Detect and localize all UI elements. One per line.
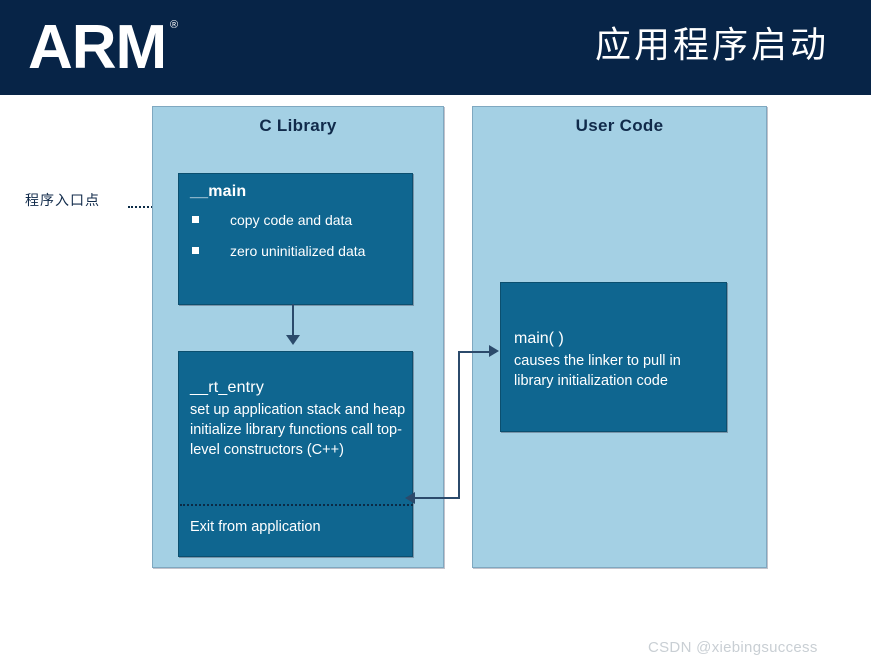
square-bullet-icon bbox=[192, 216, 199, 223]
panel-title-user-code: User Code bbox=[575, 116, 664, 135]
box-main-bullet-list: copy code and data zero uninitialized da… bbox=[190, 212, 404, 274]
box-user-main-content: main( ) causes the linker to pull in lib… bbox=[514, 327, 724, 391]
box-user-main-body: causes the linker to pull in library ini… bbox=[514, 353, 681, 389]
box-main-heading: __main bbox=[190, 183, 247, 200]
page-title: 应用程序启动 bbox=[594, 25, 829, 66]
box-rt-entry-footer: Exit from application bbox=[190, 519, 321, 535]
box-rt-entry-function: __rt_entry set up application stack and … bbox=[178, 351, 413, 557]
square-bullet-icon bbox=[192, 247, 199, 254]
watermark: CSDN @xiebingsuccess bbox=[648, 639, 818, 656]
arrow-rt-entry-to-user-main-head-icon bbox=[489, 345, 499, 357]
arm-logo: ARM bbox=[28, 13, 167, 82]
box-rt-entry-body: set up application stack and heap initia… bbox=[190, 402, 406, 458]
arrow-rt-entry-to-user-main-vertical bbox=[458, 351, 460, 498]
list-item: zero uninitialized data bbox=[190, 243, 404, 259]
panel-user-code: User Code main( ) causes the linker to p… bbox=[472, 106, 767, 568]
arrow-main-to-rt-entry bbox=[292, 304, 294, 337]
box-main-function: __main copy code and data zero uninitial… bbox=[178, 173, 413, 305]
box-user-main-function: main( ) causes the linker to pull in lib… bbox=[500, 282, 727, 432]
slide-header: ARM ® 应用程序启动 bbox=[0, 0, 871, 95]
registered-trademark-icon: ® bbox=[170, 19, 179, 31]
arrow-user-main-return-head-icon bbox=[405, 492, 415, 504]
list-item-label: zero uninitialized data bbox=[230, 243, 366, 259]
arrow-user-main-return-to-rt-entry bbox=[412, 497, 460, 499]
diagram-canvas: 程序入口点 C Library __main copy code and dat… bbox=[0, 95, 871, 656]
box-user-main-heading: main( ) bbox=[514, 330, 564, 347]
box-rt-entry-heading: __rt_entry bbox=[190, 379, 265, 396]
box-rt-entry-divider bbox=[180, 504, 413, 506]
arrow-rt-entry-to-user-main-horizontal bbox=[458, 351, 496, 353]
list-item: copy code and data bbox=[190, 212, 404, 228]
box-rt-entry-content: __rt_entry set up application stack and … bbox=[190, 376, 408, 460]
entry-point-label: 程序入口点 bbox=[25, 193, 100, 209]
list-item-label: copy code and data bbox=[230, 212, 353, 228]
panel-title-c-library: C Library bbox=[259, 116, 337, 135]
arrow-main-to-rt-entry-head-icon bbox=[286, 335, 300, 345]
